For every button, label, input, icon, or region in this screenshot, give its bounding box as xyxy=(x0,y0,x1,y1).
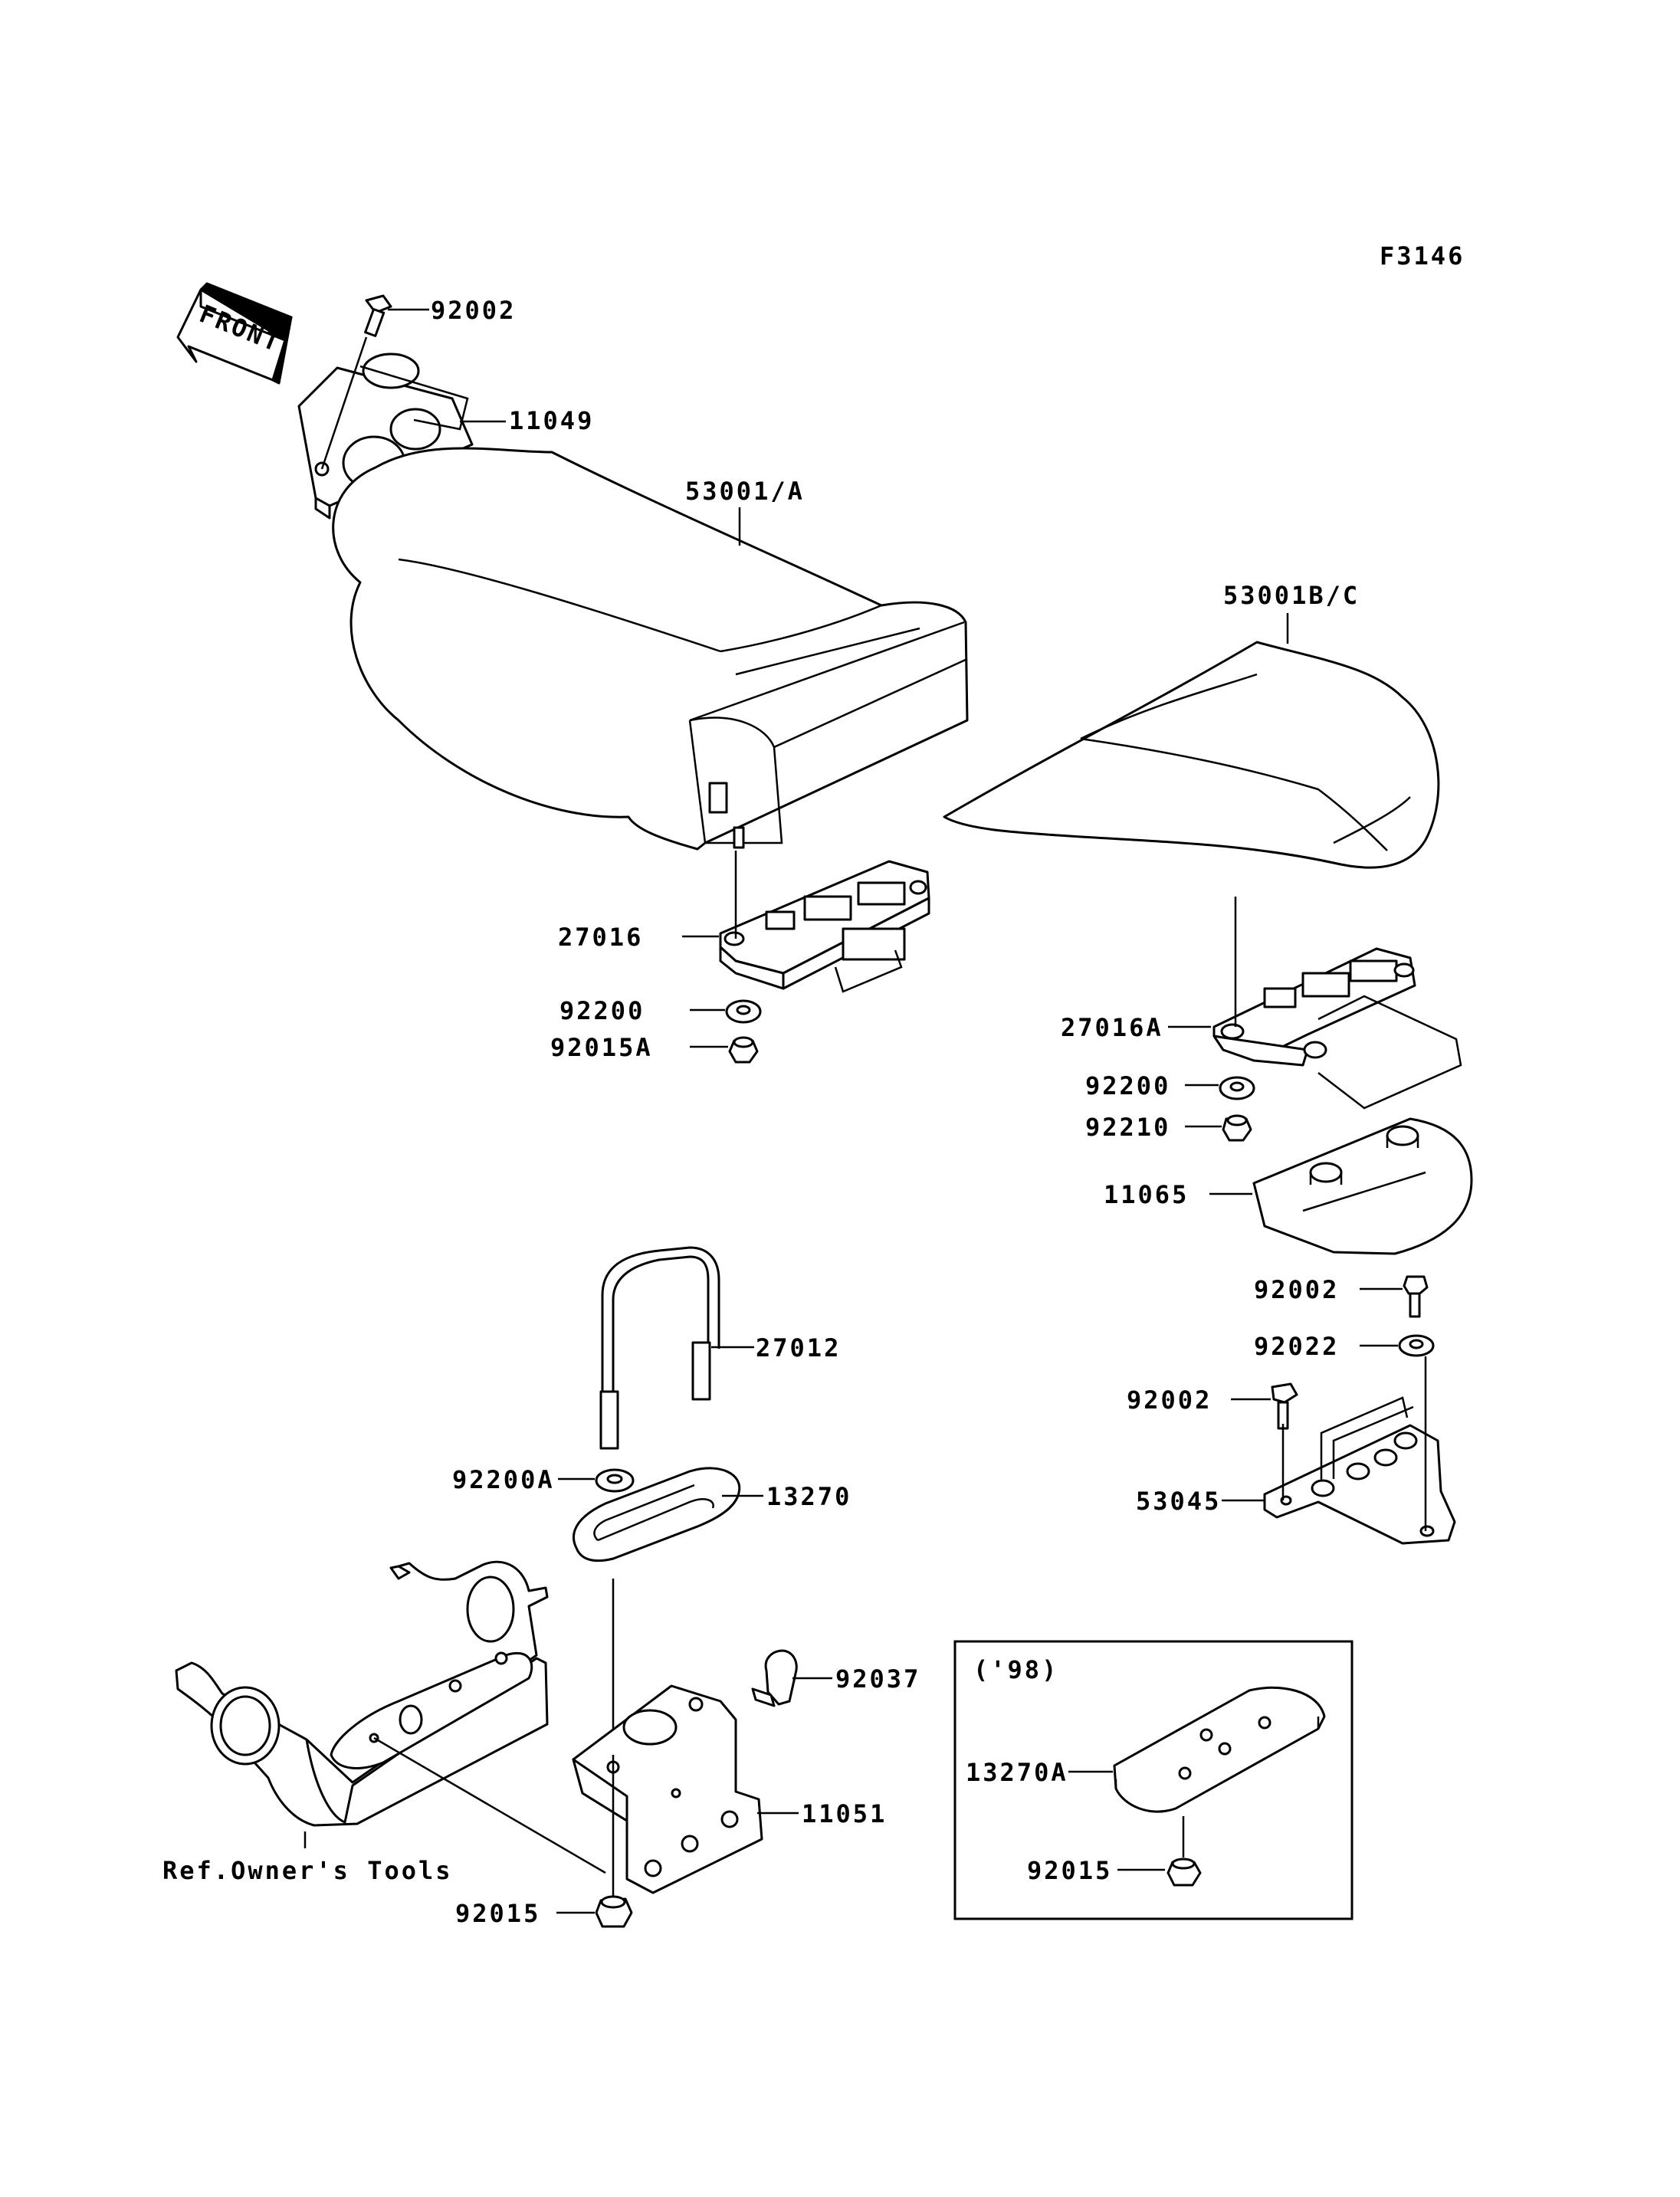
washer-92022 xyxy=(1398,1334,1435,1357)
callout-11049: 11049 xyxy=(509,406,594,435)
seat-53001A xyxy=(332,447,969,851)
callout-92002-mid: 92002 xyxy=(1254,1275,1339,1304)
washer-92200-left xyxy=(725,999,762,1024)
callout-53045: 53045 xyxy=(1136,1487,1221,1516)
nut-92015A xyxy=(728,1036,759,1064)
bolt-92002-low xyxy=(1271,1382,1298,1430)
inset-label: ('98) xyxy=(973,1655,1058,1684)
callout-27012: 27012 xyxy=(756,1333,841,1362)
nut-92210 xyxy=(1222,1114,1252,1142)
plate-13270A xyxy=(1113,1686,1326,1813)
bracket-53045 xyxy=(1263,1396,1456,1545)
washer-92200A xyxy=(595,1468,635,1493)
reference-note: Ref.Owner's Tools xyxy=(162,1856,453,1885)
callout-11051: 11051 xyxy=(802,1799,887,1828)
callout-11065: 11065 xyxy=(1104,1180,1189,1209)
callout-13270A: 13270A xyxy=(966,1758,1068,1787)
bolt-92002-top xyxy=(364,294,392,337)
callout-27016: 27016 xyxy=(558,923,643,952)
callout-27016A: 27016A xyxy=(1061,1013,1163,1042)
bracket-27016A xyxy=(1212,947,1462,1110)
callout-92200A: 92200A xyxy=(452,1465,555,1494)
callout-92015-inset: 92015 xyxy=(1027,1856,1112,1885)
callout-92022: 92022 xyxy=(1254,1332,1339,1361)
callout-92002-top: 92002 xyxy=(431,296,516,325)
bracket-27016 xyxy=(719,860,930,993)
callout-53001BC: 53001B/C xyxy=(1223,581,1360,610)
nut-92015-left xyxy=(595,1895,633,1928)
callout-92015A: 92015A xyxy=(550,1033,653,1062)
callout-92015-left: 92015 xyxy=(455,1899,540,1928)
callout-92210: 92210 xyxy=(1085,1113,1170,1142)
callout-13270: 13270 xyxy=(766,1482,851,1511)
front-arrow-icon xyxy=(176,282,293,385)
tool-tray xyxy=(175,1560,549,1827)
u-bolt-27012 xyxy=(599,1246,720,1450)
callout-92200-left: 92200 xyxy=(559,996,645,1025)
plate-13270 xyxy=(572,1467,741,1562)
bolt-92002-mid xyxy=(1403,1275,1429,1318)
callout-53001A: 53001/A xyxy=(685,477,805,506)
washer-92200-right xyxy=(1219,1076,1255,1100)
clip-92037 xyxy=(751,1649,798,1707)
nut-92015-inset xyxy=(1166,1858,1202,1887)
callout-92200-right: 92200 xyxy=(1085,1071,1170,1100)
figure-code: F3146 xyxy=(1380,241,1465,271)
callout-92037: 92037 xyxy=(835,1664,920,1694)
cover-11065 xyxy=(1252,1117,1473,1255)
callout-92002-low: 92002 xyxy=(1127,1385,1212,1415)
inset-frame xyxy=(953,1640,1354,1920)
bracket-11051 xyxy=(572,1684,763,1894)
seat-53001BC xyxy=(943,641,1440,869)
